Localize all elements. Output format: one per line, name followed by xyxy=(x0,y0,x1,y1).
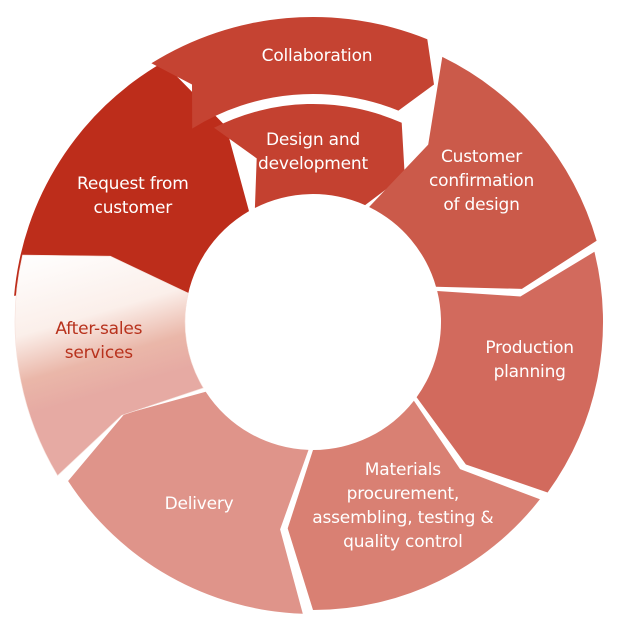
cycle-step-materials xyxy=(287,400,540,610)
cycle-step-label-design: Design and development xyxy=(258,130,368,174)
cycle-step-label-confirmation: Customer confirmation of design xyxy=(428,146,535,215)
cycle-step-label-delivery: Delivery xyxy=(164,494,234,515)
cycle-step-delivery xyxy=(68,391,309,614)
cycle-step-request xyxy=(14,62,249,311)
cycle-step-design xyxy=(214,103,405,208)
cycle-step-collaboration xyxy=(151,16,434,129)
cycle-step-label-request: Request from customer xyxy=(76,173,189,218)
cycle-step-label-materials: Materials procurement, assembling, testi… xyxy=(312,460,494,553)
cycle-step-aftersales xyxy=(14,254,204,476)
cycle-step-confirmation xyxy=(369,56,597,289)
cycle-step-label-collaboration: Collaboration xyxy=(261,46,373,66)
cycle-step-planning xyxy=(416,251,604,493)
cycle-step-label-planning: Production planning xyxy=(485,338,574,383)
cycle-step-label-aftersales: After-sales services xyxy=(55,318,143,363)
